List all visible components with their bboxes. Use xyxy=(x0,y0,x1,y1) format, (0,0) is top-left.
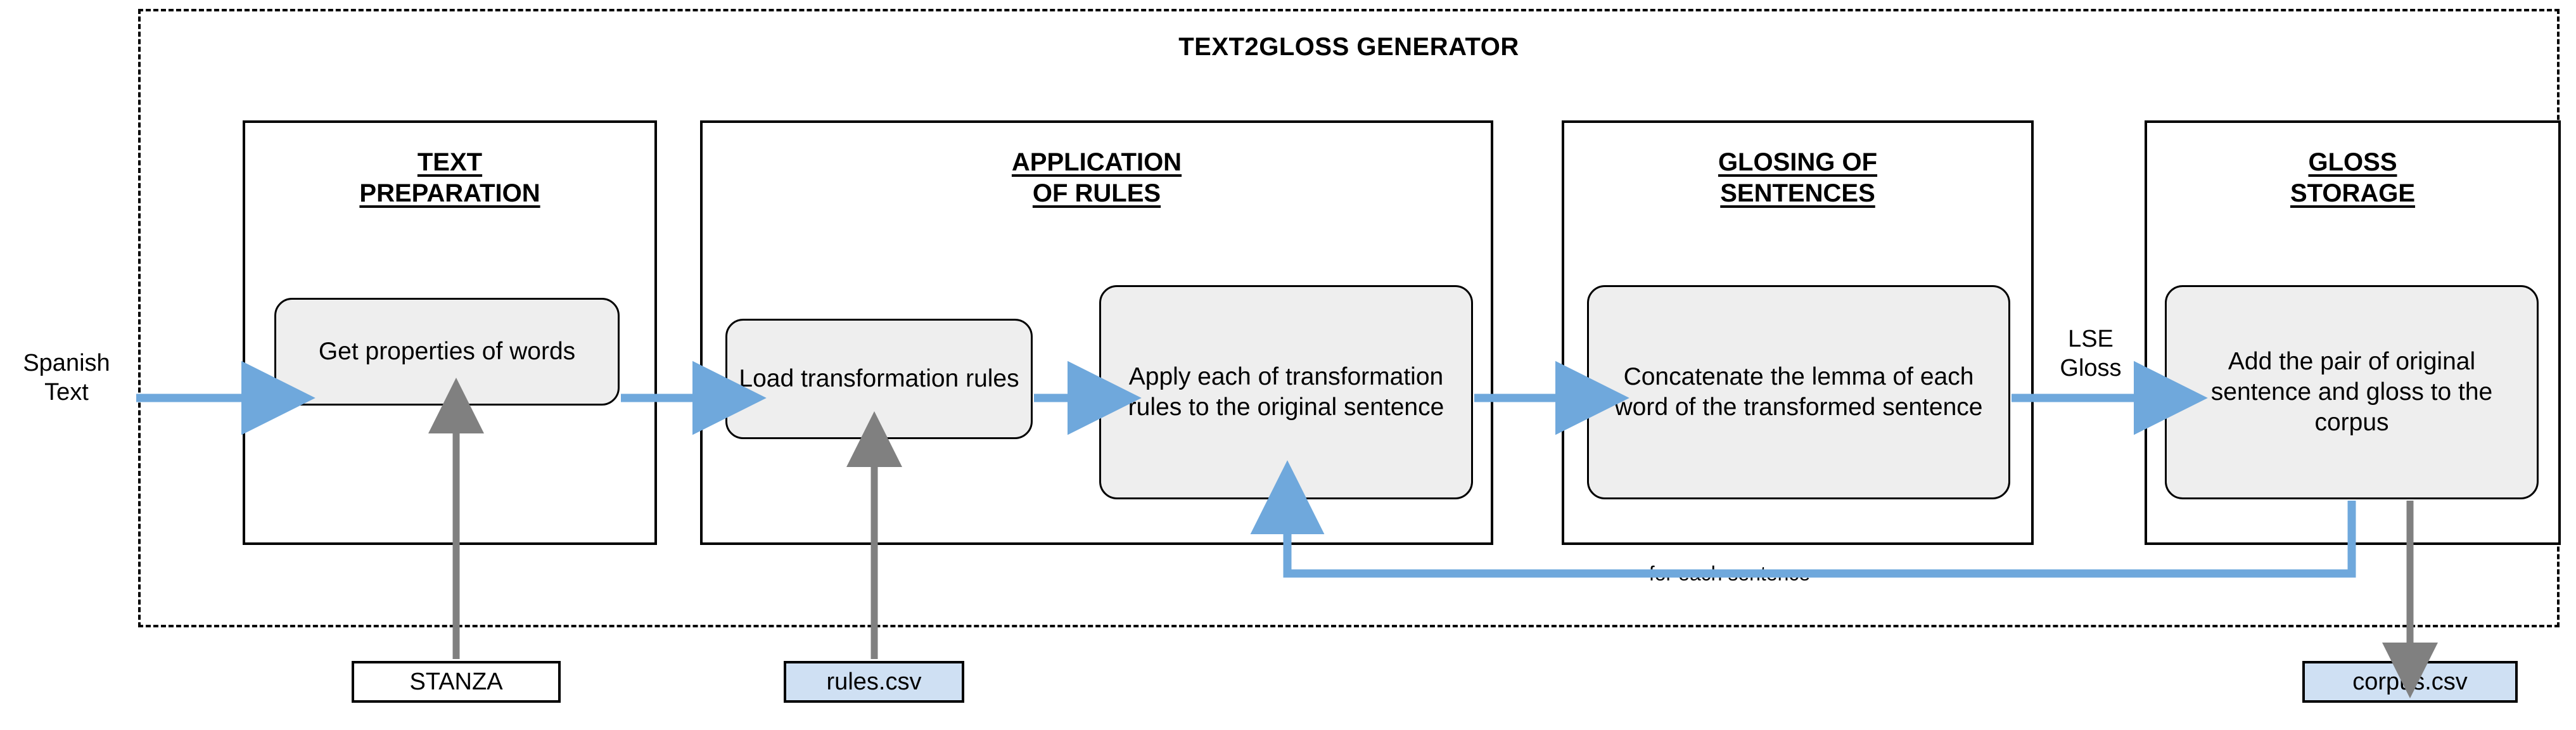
stage-title-gloss-storage: GLOSS STORAGE xyxy=(2147,147,2558,209)
stage-title-line1: TEXT xyxy=(417,148,483,176)
edge-label-lse-gloss: LSE Gloss xyxy=(2034,324,2148,383)
artifact-stanza[interactable]: STANZA xyxy=(352,661,561,703)
edge-label-line2: Gloss xyxy=(2060,355,2122,381)
input-label-line2: Text xyxy=(44,379,89,406)
process-label: Apply each of transformation rules to th… xyxy=(1128,363,1444,421)
stage-title-glosing-of-sentences: GLOSING OF SENTENCES xyxy=(1564,147,2031,209)
process-label: Load transformation rules xyxy=(739,365,1019,392)
stage-title-line1: GLOSS xyxy=(2308,148,2397,176)
process-label: Get properties of words xyxy=(318,338,576,365)
stage-title-line2: OF RULES xyxy=(1032,179,1161,207)
stage-title-line2: PREPARATION xyxy=(359,179,540,207)
artifact-corpus-csv[interactable]: corpus.csv xyxy=(2302,661,2518,703)
process-add-pair-to-corpus[interactable]: Add the pair of original sentence and gl… xyxy=(2165,285,2539,499)
process-get-properties-of-words[interactable]: Get properties of words xyxy=(274,298,620,406)
process-label: Add the pair of original sentence and gl… xyxy=(2210,348,2493,436)
input-label-line1: Spanish xyxy=(23,350,110,376)
stage-title-line1: APPLICATION xyxy=(1011,148,1182,176)
process-load-transformation-rules[interactable]: Load transformation rules xyxy=(725,319,1033,439)
artifact-label: rules.csv xyxy=(826,668,922,695)
artifact-rules-csv[interactable]: rules.csv xyxy=(784,661,964,703)
stage-title-line2: SENTENCES xyxy=(1720,179,1875,207)
stage-title-line2: STORAGE xyxy=(2290,179,2416,207)
process-apply-transformation-rules[interactable]: Apply each of transformation rules to th… xyxy=(1099,285,1473,499)
artifact-label: STANZA xyxy=(409,668,503,695)
stage-title-line1: GLOSING OF xyxy=(1718,148,1878,176)
stage-title-text-preparation: TEXT PREPARATION xyxy=(245,147,654,209)
feedback-loop-label: for each sentence xyxy=(1648,562,1811,585)
process-concatenate-lemmas[interactable]: Concatenate the lemma of each word of th… xyxy=(1587,285,2010,499)
process-label: Concatenate the lemma of each word of th… xyxy=(1614,363,1983,421)
edge-label-line1: LSE xyxy=(2068,326,2114,352)
input-label-spanish-text: Spanish Text xyxy=(0,349,133,407)
artifact-label: corpus.csv xyxy=(2352,668,2468,695)
diagram-title: TEXT2GLOSS GENERATOR xyxy=(1178,33,1519,61)
stage-title-application-of-rules: APPLICATION OF RULES xyxy=(703,147,1491,209)
